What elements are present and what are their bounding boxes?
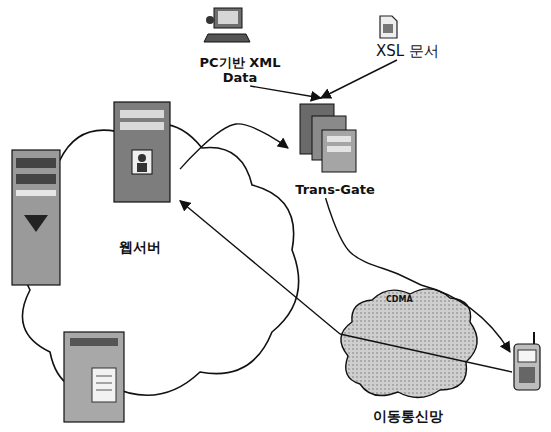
gateway-icon [300,104,356,172]
node-label: PC기반 XML Data [189,55,291,86]
document-source: XSL 문서 [355,12,460,60]
server-body [114,102,170,202]
tower-arrow [24,215,48,232]
tower-server [12,150,60,285]
database-server [64,332,124,422]
document-mark [383,24,393,33]
mobile-phone [514,332,540,390]
gateway-bay [327,146,351,152]
phone-body [514,344,540,390]
connector-arrow [326,198,421,285]
server-paper [92,368,116,402]
node-label: 이동통신망 [370,408,446,425]
server-bay [120,110,164,118]
connector-arrow [321,60,397,98]
phone-keys [519,367,535,383]
node-label: 웹서버 [116,239,164,256]
document-icon [380,16,397,38]
gateway-server: Trans-Gate [288,98,382,198]
server-bay [70,338,118,346]
node-label: Trans-Gate [292,182,378,198]
mobile-cloud [341,289,477,398]
tower-bay [16,174,56,184]
server-body [64,332,124,422]
server-person [138,154,146,162]
pc-screen [218,11,238,24]
connector-arrow [250,86,321,98]
pc-keyboard [204,34,250,42]
phone-antenna [533,332,535,345]
paper-line [96,376,112,377]
tower-bay [16,190,56,196]
connector-arrow [180,201,340,334]
tower-body [12,150,60,285]
gateway-unit [322,130,356,172]
pc-icon [204,8,250,42]
tower-bay [16,158,56,168]
gateway-bay [327,136,351,142]
node-label: XSL 문서 [373,42,442,60]
paper-line [96,390,112,391]
mobile-network: 이동통신망 [340,285,475,425]
server-panel [132,150,152,174]
web-server: 웹서버 [100,98,180,256]
document-sheet [380,16,397,38]
network-tag: CDMA [386,296,413,305]
server-person [137,163,147,172]
server-bay [120,122,164,130]
phone-link [421,285,510,352]
connector-arrow [180,124,288,169]
web-server-icon [114,102,170,202]
pc-user [206,16,214,24]
phone-link [340,334,512,372]
data-source: PC기반 XML Data [189,4,291,86]
phone-screen [518,350,536,362]
pc-monitor [214,8,242,28]
paper-line [96,383,112,384]
